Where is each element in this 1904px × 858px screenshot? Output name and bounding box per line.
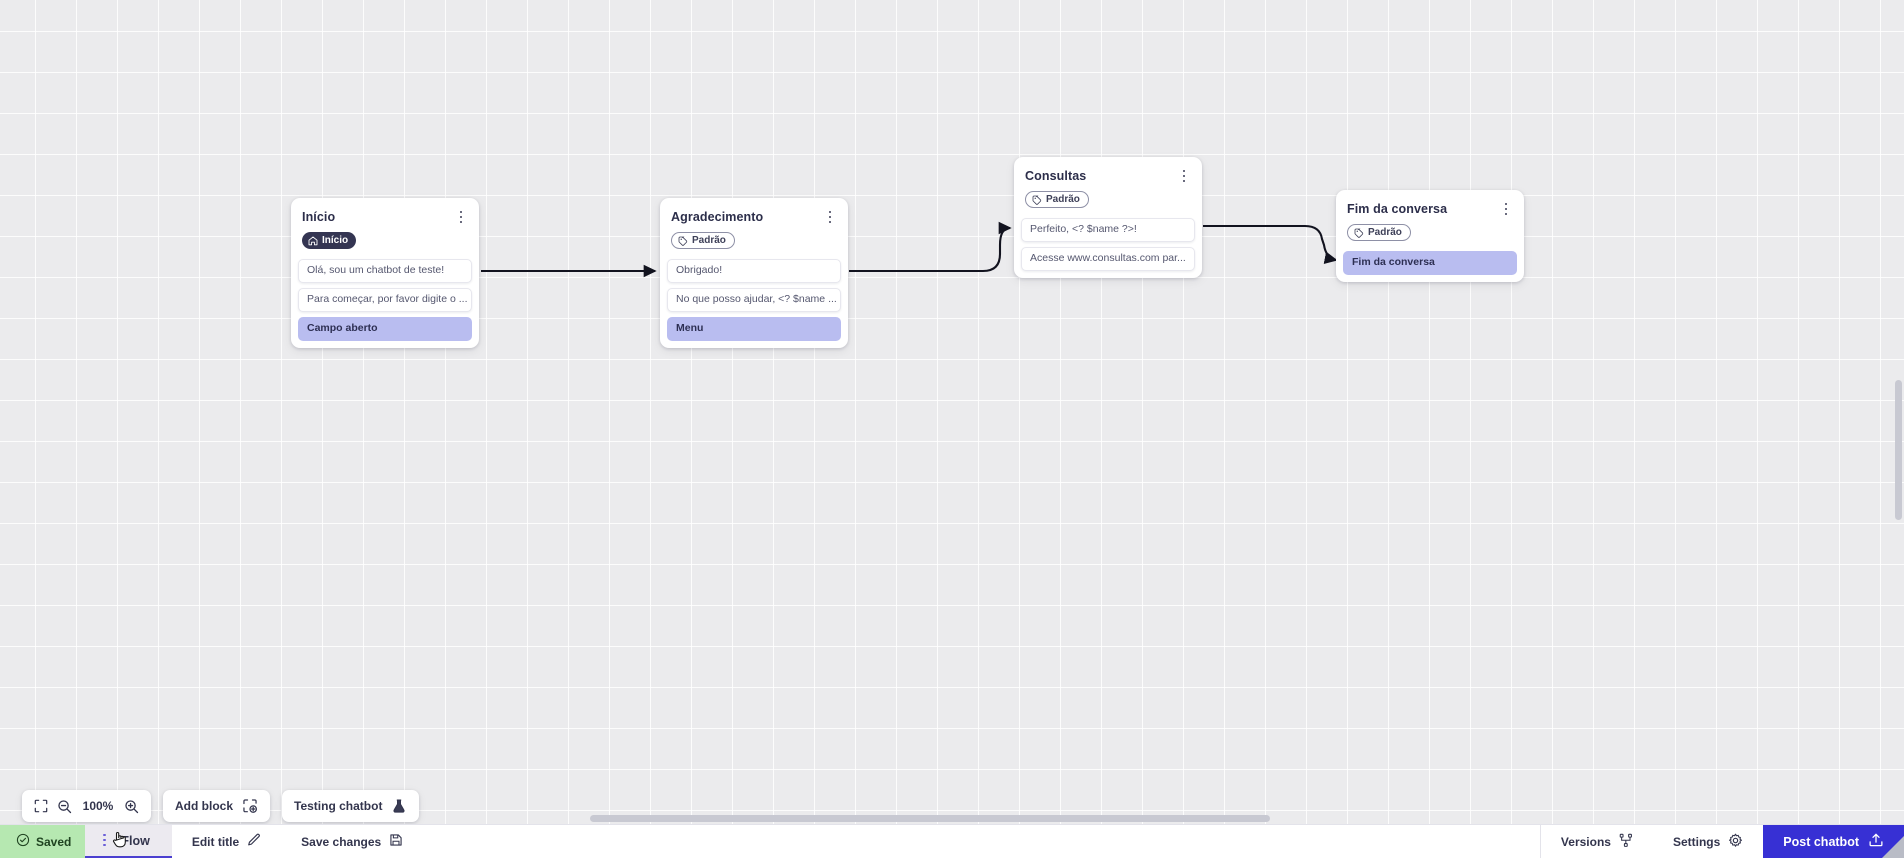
- node-tag-default[interactable]: Padrão: [1025, 191, 1089, 208]
- kebab-menu-icon[interactable]: [97, 833, 111, 847]
- node-message-list: Fim da conversa: [1336, 243, 1524, 275]
- node-message-highlight[interactable]: Menu: [667, 316, 841, 341]
- pencil-icon: [247, 833, 261, 850]
- versions-button[interactable]: Versions: [1541, 825, 1653, 858]
- settings-button[interactable]: Settings: [1653, 825, 1763, 858]
- save-changes-label: Save changes: [301, 834, 382, 849]
- check-circle-icon: [16, 833, 30, 850]
- node-tag-row: Padrão: [1014, 184, 1202, 210]
- upload-icon: [1868, 832, 1884, 851]
- add-block-label: Add block: [175, 799, 234, 813]
- gear-icon: [1728, 833, 1743, 851]
- node-header: Início: [291, 198, 479, 225]
- saved-label: Saved: [36, 834, 72, 849]
- node-tag-row: Padrão: [1336, 217, 1524, 243]
- node-tag-row: Início: [291, 225, 479, 251]
- flow-connectors: [481, 221, 1338, 278]
- zoom-controls: 100%: [22, 790, 151, 822]
- canvas-toolbar: 100% Add block Testing chatbot: [22, 790, 420, 822]
- zoom-level-value: 100%: [82, 799, 114, 813]
- node-tag-default[interactable]: Padrão: [671, 232, 735, 249]
- flow-canvas[interactable]: Início Início Olá, sou um chatbot de tes…: [0, 0, 1904, 824]
- zoom-out-icon[interactable]: [57, 799, 72, 814]
- node-message[interactable]: No que posso ajudar, <? $name ...: [667, 287, 841, 312]
- testing-chatbot-label: Testing chatbot: [294, 799, 383, 813]
- vertical-scrollbar[interactable]: [1895, 380, 1902, 520]
- home-icon: [308, 236, 318, 246]
- node-message[interactable]: Perfeito, <? $name ?>!: [1021, 217, 1195, 242]
- node-message[interactable]: Obrigado!: [667, 258, 841, 283]
- horizontal-scrollbar[interactable]: [590, 815, 1270, 822]
- fit-screen-icon[interactable]: [34, 799, 48, 813]
- node-message-highlight[interactable]: Campo aberto: [298, 316, 472, 341]
- kebab-menu-icon[interactable]: [823, 209, 837, 225]
- node-header: Consultas: [1014, 157, 1202, 184]
- bottombar-spacer: [423, 825, 1540, 858]
- flow-node-consultas[interactable]: Consultas Padrão Perfeito, <? $name ?>! …: [1014, 157, 1202, 278]
- tab-flow[interactable]: Flow: [85, 825, 172, 858]
- add-block-icon: [242, 798, 258, 814]
- kebab-menu-icon[interactable]: [1499, 201, 1513, 217]
- edit-title-button[interactable]: Edit title: [172, 825, 281, 858]
- save-changes-button[interactable]: Save changes: [281, 825, 423, 858]
- node-tag-default[interactable]: Padrão: [1347, 224, 1411, 241]
- node-message[interactable]: Olá, sou um chatbot de teste!: [298, 258, 472, 283]
- node-tag-label: Padrão: [1368, 227, 1402, 238]
- window-resize-grip[interactable]: [1882, 836, 1904, 858]
- flow-node-inicio[interactable]: Início Início Olá, sou um chatbot de tes…: [291, 198, 479, 348]
- zoom-in-icon[interactable]: [124, 799, 139, 814]
- flow-node-fim-da-conversa[interactable]: Fim da conversa Padrão Fim da conversa: [1336, 190, 1524, 282]
- testing-chatbot-button[interactable]: Testing chatbot: [282, 790, 420, 822]
- node-tag-label: Padrão: [692, 235, 726, 246]
- settings-label: Settings: [1672, 834, 1721, 849]
- node-message-list: Olá, sou um chatbot de teste! Para começ…: [291, 251, 479, 341]
- status-badge-saved: Saved: [0, 825, 86, 858]
- floppy-disk-icon: [389, 833, 403, 850]
- kebab-menu-icon[interactable]: [454, 209, 468, 225]
- bottombar-right-group: Versions Settings Post chatbot: [1539, 825, 1904, 858]
- kebab-menu-icon[interactable]: [1177, 168, 1191, 184]
- branch-icon: [1619, 833, 1633, 851]
- tag-icon: [1032, 195, 1042, 205]
- node-title: Agradecimento: [671, 210, 764, 224]
- versions-label: Versions: [1560, 834, 1611, 849]
- tag-icon: [678, 236, 688, 246]
- flow-node-agradecimento[interactable]: Agradecimento Padrão Obrigado! No que po…: [660, 198, 848, 348]
- add-block-button[interactable]: Add block: [163, 790, 271, 822]
- node-message[interactable]: Para começar, por favor digite o ...: [298, 287, 472, 312]
- node-message-list: Perfeito, <? $name ?>! Acesse www.consul…: [1014, 210, 1202, 271]
- node-tag-label: Padrão: [1046, 194, 1080, 205]
- node-message-highlight[interactable]: Fim da conversa: [1343, 250, 1517, 275]
- node-title: Início: [302, 210, 336, 224]
- bottom-toolbar: Saved Flow Edit title Save changes Versi…: [0, 824, 1904, 858]
- node-tag-row: Padrão: [660, 225, 848, 251]
- node-header: Agradecimento: [660, 198, 848, 225]
- node-message[interactable]: Acesse www.consultas.com par...: [1021, 246, 1195, 271]
- node-title: Fim da conversa: [1347, 202, 1448, 216]
- node-message-list: Obrigado! No que posso ajudar, <? $name …: [660, 251, 848, 341]
- flask-icon: [391, 798, 407, 815]
- node-tag-label: Início: [322, 235, 349, 246]
- node-tag-start[interactable]: Início: [302, 232, 357, 249]
- tag-icon: [1354, 228, 1364, 238]
- edit-title-label: Edit title: [191, 834, 240, 849]
- tab-flow-label: Flow: [121, 833, 150, 848]
- node-title: Consultas: [1025, 169, 1087, 183]
- post-chatbot-label: Post chatbot: [1783, 834, 1859, 849]
- node-header: Fim da conversa: [1336, 190, 1524, 217]
- post-chatbot-button[interactable]: Post chatbot: [1763, 825, 1904, 858]
